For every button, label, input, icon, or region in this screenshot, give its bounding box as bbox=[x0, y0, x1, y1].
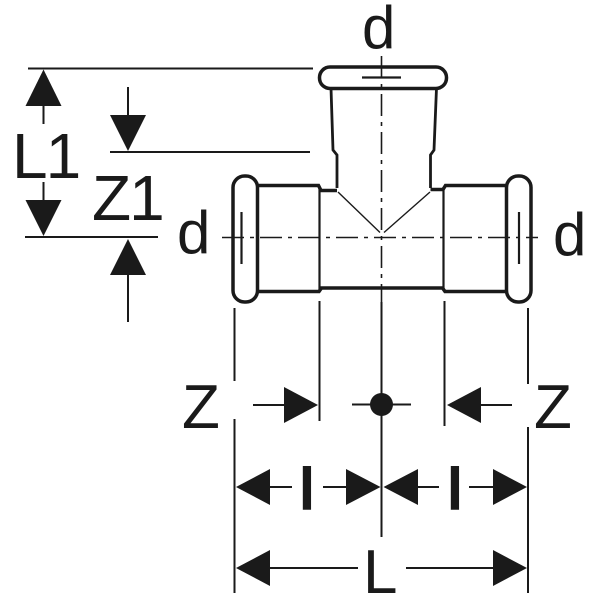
label-L1: L1 bbox=[12, 120, 79, 192]
arrowhead-right-icon bbox=[346, 469, 381, 505]
dimension-Z1 bbox=[110, 87, 146, 322]
top-socket-bead bbox=[317, 65, 449, 91]
right-socket-bead bbox=[504, 174, 533, 304]
label-d-left: d bbox=[177, 199, 210, 266]
top-socket-right-wall bbox=[429, 87, 438, 188]
left-socket-bead bbox=[231, 174, 260, 304]
center-point-dot bbox=[370, 393, 393, 416]
arrowhead-left-icon bbox=[236, 469, 270, 505]
label-l-left: l bbox=[299, 456, 316, 523]
body-top-edge-right bbox=[430, 183, 508, 192]
dimension-L-row bbox=[236, 550, 527, 586]
label-d-right: d bbox=[553, 201, 586, 268]
top-socket-left-wall bbox=[329, 87, 339, 188]
label-d-top: d bbox=[362, 0, 395, 61]
label-Z1: Z1 bbox=[92, 162, 163, 234]
dimension-l-row bbox=[236, 469, 527, 505]
dimension-Z-row bbox=[253, 387, 512, 423]
centerlines bbox=[222, 56, 538, 302]
body-top-edge-left bbox=[256, 183, 337, 193]
dimension-L1 bbox=[25, 69, 62, 236]
body-bottom-edge bbox=[256, 286, 508, 294]
arrowhead-right-icon bbox=[493, 550, 527, 586]
arrowhead-left-icon bbox=[236, 550, 270, 586]
tee-fitting-outline bbox=[231, 65, 533, 304]
arrowhead-left-icon bbox=[447, 387, 481, 423]
label-L: L bbox=[363, 538, 397, 600]
label-Z-right: Z bbox=[534, 373, 572, 442]
junction-diagonal-left bbox=[337, 191, 381, 234]
junction-diagonal-right bbox=[383, 191, 431, 234]
arrowhead-up-icon bbox=[110, 239, 146, 275]
reference-lines bbox=[25, 67, 529, 593]
arrowhead-down-icon bbox=[25, 200, 62, 236]
label-Z-left: Z bbox=[182, 373, 220, 442]
arrowhead-right-icon bbox=[284, 387, 318, 423]
label-l-right: l bbox=[447, 456, 464, 523]
arrowhead-up-icon bbox=[25, 69, 62, 106]
arrowhead-left-icon bbox=[383, 469, 418, 505]
arrowhead-right-icon bbox=[493, 469, 527, 505]
arrowhead-down-icon bbox=[110, 115, 146, 151]
